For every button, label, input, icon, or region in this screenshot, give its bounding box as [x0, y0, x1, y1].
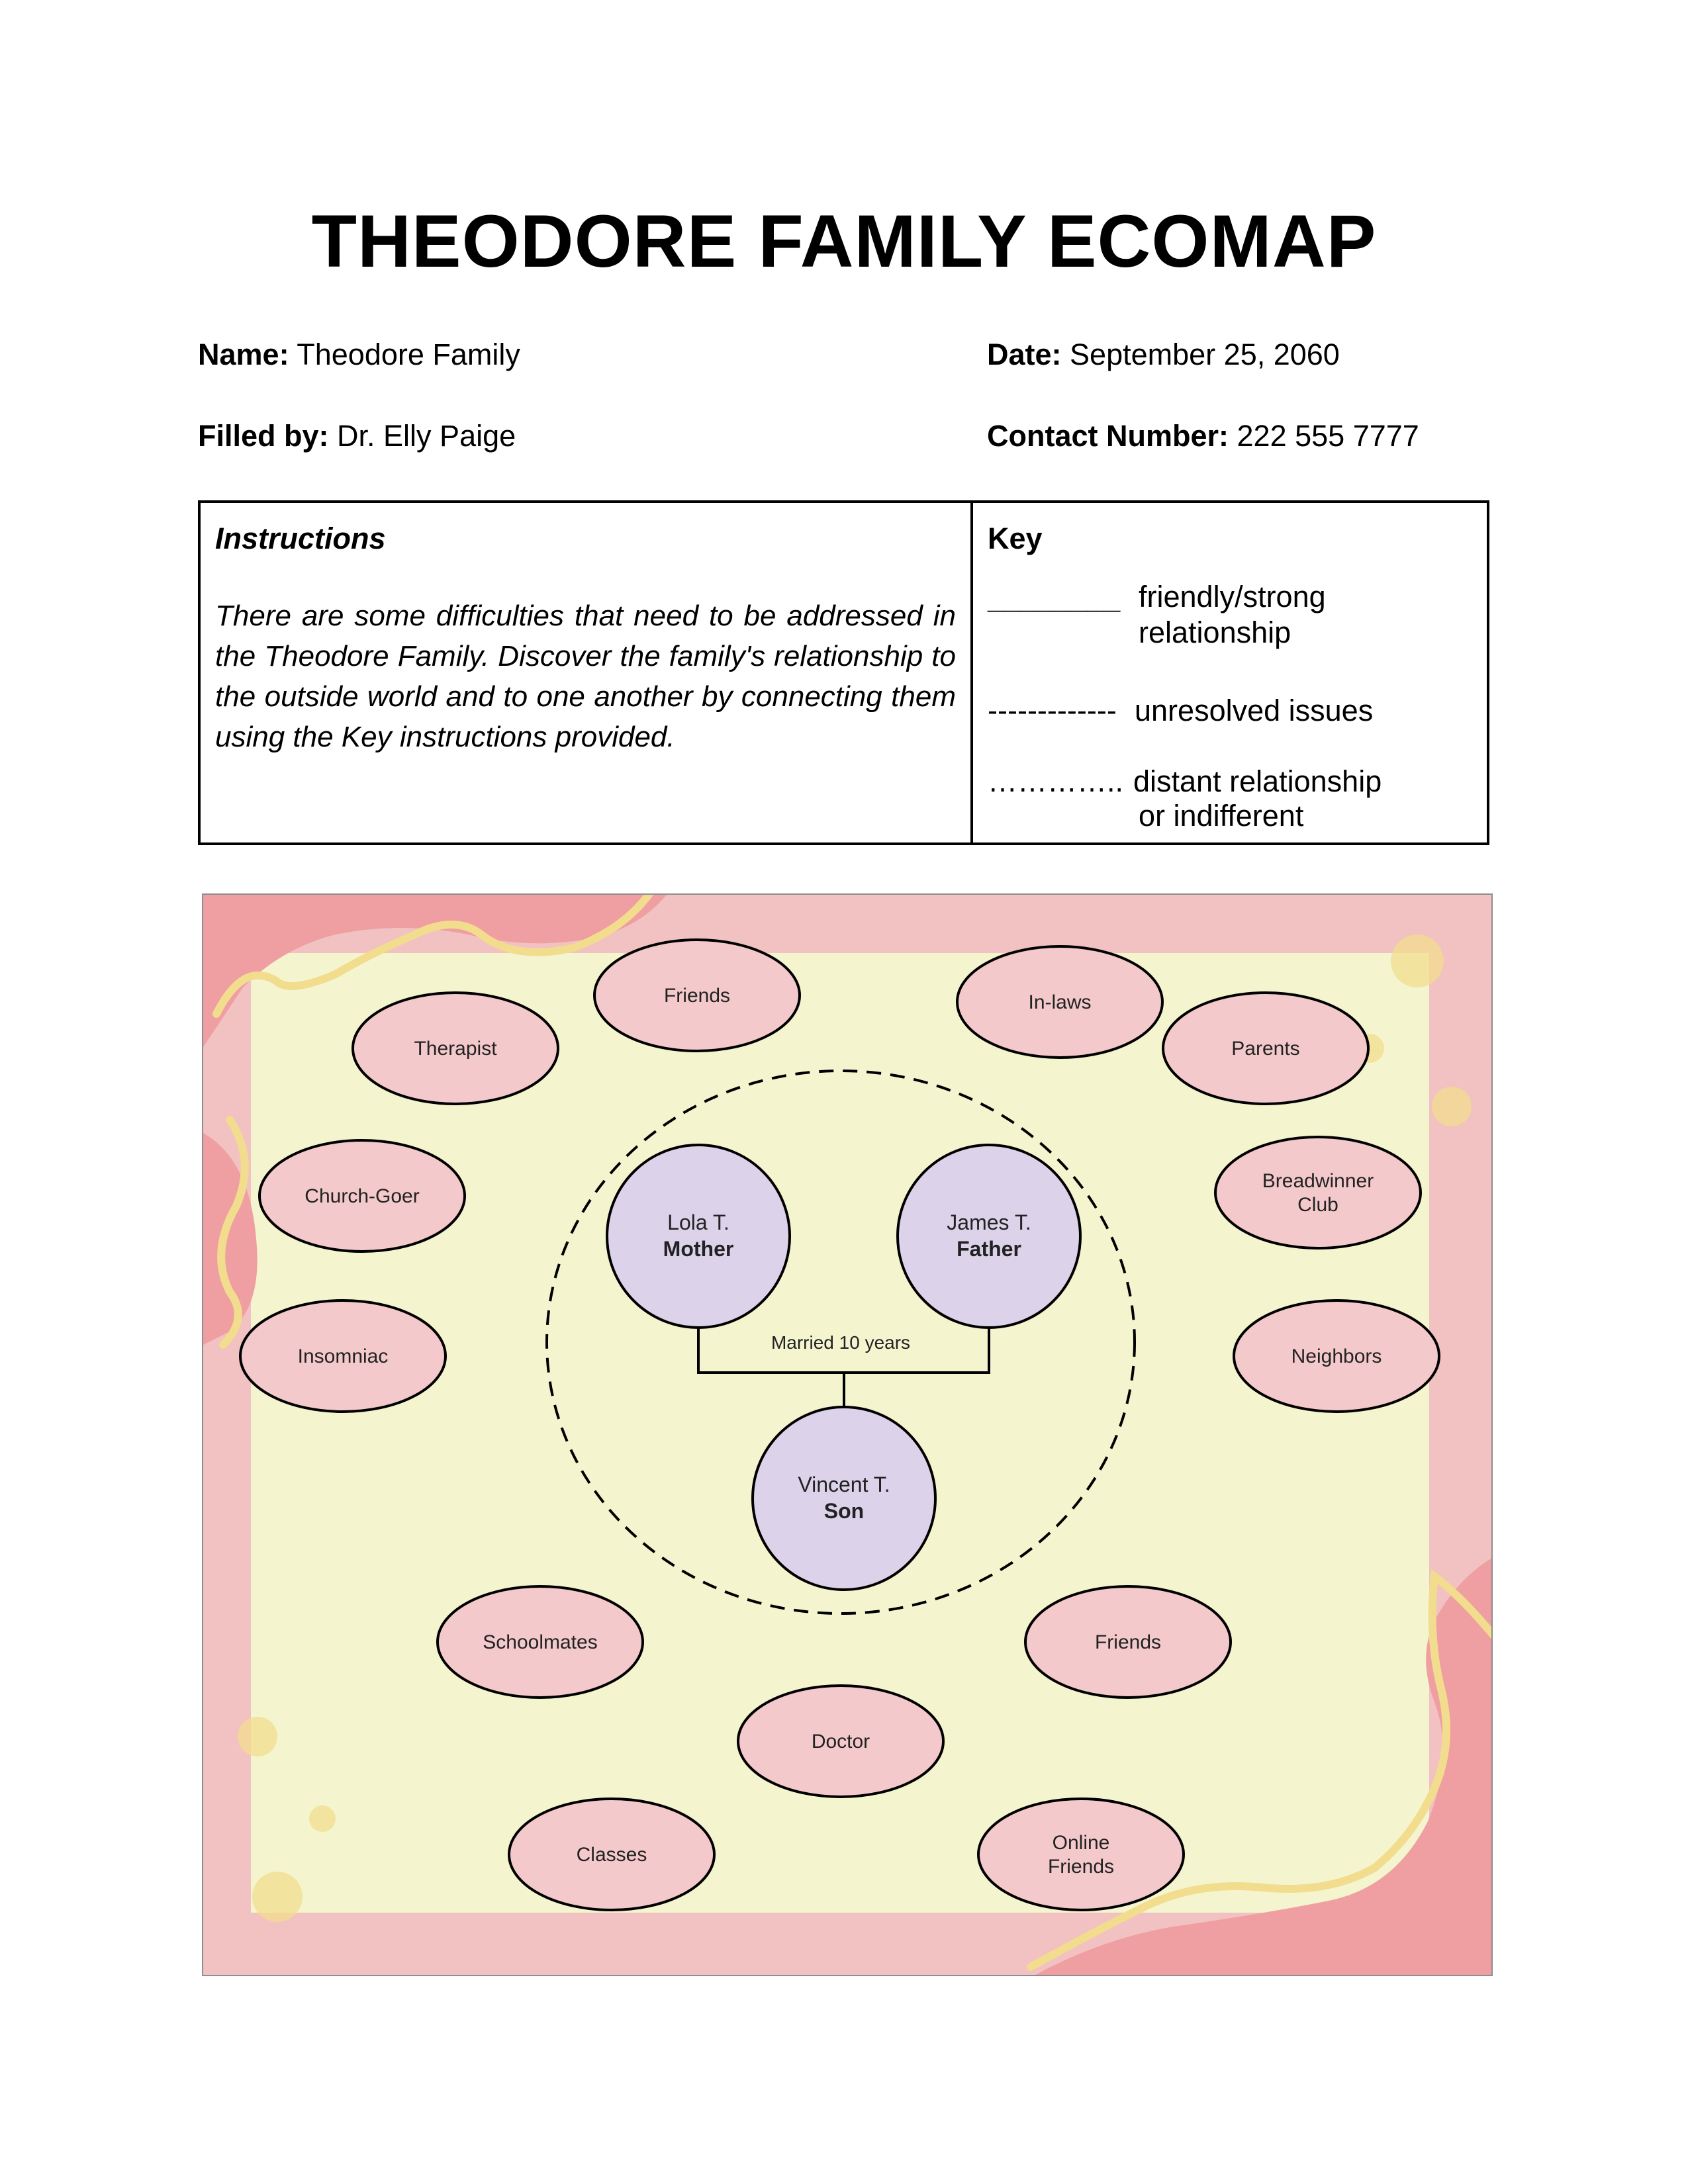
system-label-3: Therapist: [414, 1038, 497, 1060]
accent-wave-bottom: [1027, 1569, 1491, 1971]
system-node-3: [352, 991, 559, 1105]
system-node-2: [956, 945, 1164, 1059]
system-label-6-line2: Club: [1297, 1194, 1338, 1216]
system-label-13-line1: Online: [1053, 1832, 1110, 1854]
household-boundary: [545, 1069, 1136, 1615]
family-role-father: Father: [957, 1237, 1021, 1261]
decor-dot-4: [238, 1717, 277, 1756]
name-label: Name:: [198, 338, 289, 371]
key-label-distant-1: distant relationship: [1133, 764, 1382, 798]
family-node-son: [751, 1406, 937, 1591]
solid-line-sample: ________: [988, 581, 1121, 615]
system-label-1: Friends: [664, 985, 730, 1007]
system-node-13: [977, 1797, 1185, 1911]
system-node-4: [1162, 991, 1370, 1105]
date-field: Date: September 25, 2060: [987, 338, 1340, 372]
filled-by-field: Filled by: Dr. Elly Paige: [198, 419, 516, 453]
family-role-son: Son: [824, 1499, 864, 1523]
key-section: Key ________ friendly/strong relationshi…: [973, 503, 1487, 842]
dotted-line-sample: …………..: [988, 764, 1124, 798]
wave-bottom-right: [1035, 1558, 1491, 1975]
system-label-2: In-laws: [1028, 991, 1091, 1013]
name-field: Name: Theodore Family: [198, 338, 520, 372]
decor-dot-5: [309, 1805, 336, 1832]
system-label-12: Classes: [577, 1844, 647, 1866]
ecomap-diagram: Married 10 years Lola T. Mother James T. Fat…: [202, 893, 1493, 1976]
contact-number-field: Contact Number: 222 555 7777: [987, 419, 1419, 453]
date-label: Date:: [987, 338, 1062, 371]
family-name-father: James T.: [947, 1210, 1031, 1234]
instructions-heading: Instructions: [215, 522, 386, 555]
key-label-unresolved: unresolved issues: [1135, 694, 1374, 727]
system-label-10: Friends: [1095, 1631, 1161, 1653]
filled-by-label: Filled by:: [198, 419, 329, 453]
system-label-11: Doctor: [812, 1731, 870, 1752]
wave-top-left: [203, 895, 667, 1047]
key-label-strong-2: relationship: [1139, 615, 1291, 649]
system-node-10: [1024, 1585, 1232, 1699]
ecomap-canvas: Married 10 years Lola T. Mother James T. Fat…: [203, 895, 1491, 1975]
family-node-father: [896, 1144, 1082, 1329]
system-label-8: Neighbors: [1291, 1345, 1382, 1367]
system-node-8: [1233, 1299, 1440, 1413]
family-name-son: Vincent T.: [798, 1473, 890, 1496]
system-label-9: Schoolmates: [483, 1631, 597, 1653]
marriage-label: Married 10 years: [771, 1332, 910, 1353]
filled-by-value: Dr. Elly Paige: [337, 419, 516, 453]
key-heading: Key: [988, 522, 1043, 555]
system-label-5: Church-Goer: [305, 1185, 419, 1207]
system-node-9: [436, 1585, 644, 1699]
system-node-7: [239, 1299, 447, 1413]
dashed-line-sample: -------------: [988, 694, 1117, 727]
date-value: September 25, 2060: [1070, 338, 1340, 371]
system-label-6-line1: Breadwinner: [1262, 1170, 1374, 1192]
system-label-4: Parents: [1231, 1038, 1299, 1060]
family-name-mother: Lola T.: [667, 1210, 729, 1234]
family-role-mother: Mother: [663, 1237, 734, 1261]
system-node-5: [258, 1139, 466, 1253]
name-value: Theodore Family: [297, 338, 520, 371]
family-node-mother: [606, 1144, 791, 1329]
instructions-text: There are some difficulties that need to…: [215, 600, 956, 753]
accent-wave-top: [212, 895, 654, 1018]
instructions-key-table: Instructions There are some difficulties…: [198, 500, 1489, 845]
system-label-13-line2: Friends: [1048, 1856, 1114, 1878]
decor-dot-1: [1391, 934, 1444, 987]
system-node-1: [593, 938, 801, 1052]
system-node-11: [737, 1684, 945, 1798]
key-label-distant-2: or indifferent: [1139, 799, 1304, 833]
key-label-strong-1: friendly/strong: [1139, 580, 1326, 614]
decor-dot-6: [252, 1872, 303, 1922]
accent-wave-left: [217, 1116, 249, 1349]
system-label-7: Insomniac: [298, 1345, 389, 1367]
page-title: THEODORE FAMILY ECOMAP: [311, 200, 1377, 283]
decor-dot-2: [1432, 1087, 1472, 1126]
instructions-section: Instructions There are some difficulties…: [201, 503, 973, 842]
contact-number-value: 222 555 7777: [1237, 419, 1419, 453]
system-node-6: [1214, 1136, 1422, 1250]
contact-number-label: Contact Number:: [987, 419, 1229, 453]
system-node-12: [508, 1797, 716, 1911]
